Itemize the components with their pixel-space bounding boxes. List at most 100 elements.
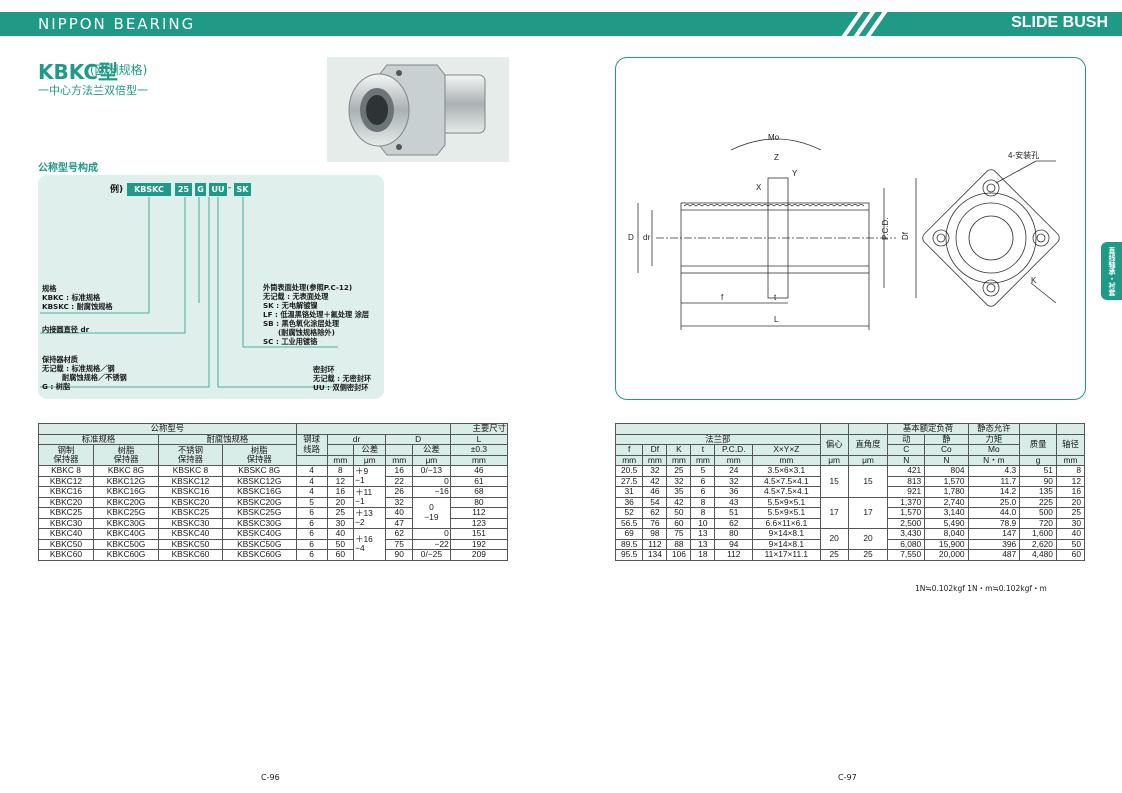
unit: mm (666, 454, 692, 466)
cell: 6 (295, 517, 328, 529)
cell: 2,620 (1019, 538, 1057, 550)
cell: 6 (295, 538, 328, 550)
cell: KBKC60 (38, 549, 94, 561)
cell: 11×17×11.1 (752, 549, 821, 561)
cell: 8 (326, 465, 355, 477)
cell: 5.5×9×5.1 (752, 507, 821, 519)
th-k: K (666, 444, 692, 456)
construction-title: 公称型号构成 (38, 163, 98, 174)
cell: 813 (887, 475, 926, 487)
cell: 396 (967, 538, 1021, 550)
th-resin2: 树脂 保持器 (221, 444, 297, 466)
cell: 89.5 (614, 538, 644, 550)
cell: 88 (666, 538, 692, 550)
cell: 6 (295, 528, 328, 540)
th-ecc: 偏心 (819, 433, 849, 456)
th-stat: 静 (924, 433, 969, 445)
cell: 4 (295, 486, 328, 498)
cell: 25 (666, 465, 692, 477)
cell: KBSKC40G (221, 528, 297, 540)
cell: KBSKC12 (158, 475, 223, 487)
cell: KBSKC20G (221, 496, 297, 508)
cell: 0 (411, 528, 451, 540)
cell: 0 −19 (411, 496, 451, 529)
note-spec: 规格 KBKC : 标准规格 KBSKC : 耐腐蚀规格 (42, 284, 113, 311)
cell: 43 (714, 496, 754, 508)
label-x: X (756, 183, 762, 192)
label-L: L (774, 315, 779, 324)
note-seal: 密封环 无记载 : 无密封环 UU : 双侧密封环 (313, 365, 372, 392)
cell: ＋16 −4 (353, 528, 387, 561)
unit: mm (690, 454, 716, 466)
cell: 1,600 (1019, 528, 1057, 540)
cell: 487 (967, 549, 1021, 561)
example-label: 例) (110, 185, 124, 195)
cell: 2,740 (924, 496, 969, 508)
cell: 14.2 (967, 486, 1021, 498)
cell: KBKC30G (92, 517, 160, 529)
label-t: t (774, 293, 777, 302)
construction-panel (38, 175, 384, 399)
cell: 25 (1055, 507, 1086, 519)
cell: 61 (449, 475, 509, 487)
unit: N (887, 454, 926, 466)
th-model: 公称型号 (38, 423, 297, 435)
product-title: KBKC型 (38, 60, 119, 84)
cell: 8,040 (924, 528, 969, 540)
th-shaft: 轴径 (1055, 433, 1086, 456)
cell: 9×14×8.1 (752, 528, 821, 540)
cell: 50 (666, 507, 692, 519)
cell: 135 (1019, 486, 1057, 498)
cell: KBSKC16 (158, 486, 223, 498)
cell: 25.0 (967, 496, 1021, 508)
th-xyz: X×Y×Z (752, 444, 821, 456)
th-balls: 钢球 线路 (295, 433, 328, 456)
cell: 9×14×8.1 (752, 538, 821, 550)
th-co: Co (924, 444, 969, 456)
bushing-photo-icon (348, 64, 486, 156)
label-y: Y (792, 169, 798, 178)
unit-note: 1N≒0.102kgf 1N・m≒0.102kgf・m (915, 584, 1047, 593)
category-tab[interactable]: 直线轴承・衬套 (1101, 242, 1122, 300)
cell: KBKC12 (38, 475, 94, 487)
cell: 95.5 (614, 549, 644, 561)
cell: 16 (326, 486, 355, 498)
th-L: L (449, 433, 509, 445)
cell: 16 (385, 465, 413, 477)
series-title: SLIDE BUSH (1011, 14, 1108, 31)
th-main: 主要尺寸 (449, 423, 509, 435)
cell: KBSKC40 (158, 528, 223, 540)
cell: 94 (714, 538, 754, 550)
cell: 76 (642, 517, 668, 529)
cell: 98 (642, 528, 668, 540)
unit: mm (752, 454, 821, 466)
cell: 50 (1055, 538, 1086, 550)
diagram-panel: Mo Z X Y D dr P.C.D. Df f t L 4-安装孔 K (615, 57, 1086, 400)
cell: 15 (847, 465, 889, 498)
cell: 40 (326, 528, 355, 540)
cell: 35 (666, 486, 692, 498)
cell: 3.5×6×3.1 (752, 465, 821, 477)
cell: −22 (411, 538, 451, 550)
unit: mm (385, 454, 413, 466)
th-perp: 直角度 (847, 433, 889, 456)
cell: 44.0 (967, 507, 1021, 519)
cell: 54 (642, 496, 668, 508)
cell: KBSKC60G (221, 549, 297, 561)
unit: mm (326, 454, 355, 466)
cell: 7,550 (887, 549, 926, 561)
unit: μm (411, 454, 451, 466)
cell: 18 (690, 549, 716, 561)
cell: 50 (326, 538, 355, 550)
cell: 5,490 (924, 517, 969, 529)
th-t: t (690, 444, 716, 456)
cell: 20 (326, 496, 355, 508)
cell: 4 (295, 475, 328, 487)
cell: 62 (714, 517, 754, 529)
cell: KBSKC25G (221, 507, 297, 519)
th-ss: 不锈钢 保持器 (158, 444, 223, 466)
